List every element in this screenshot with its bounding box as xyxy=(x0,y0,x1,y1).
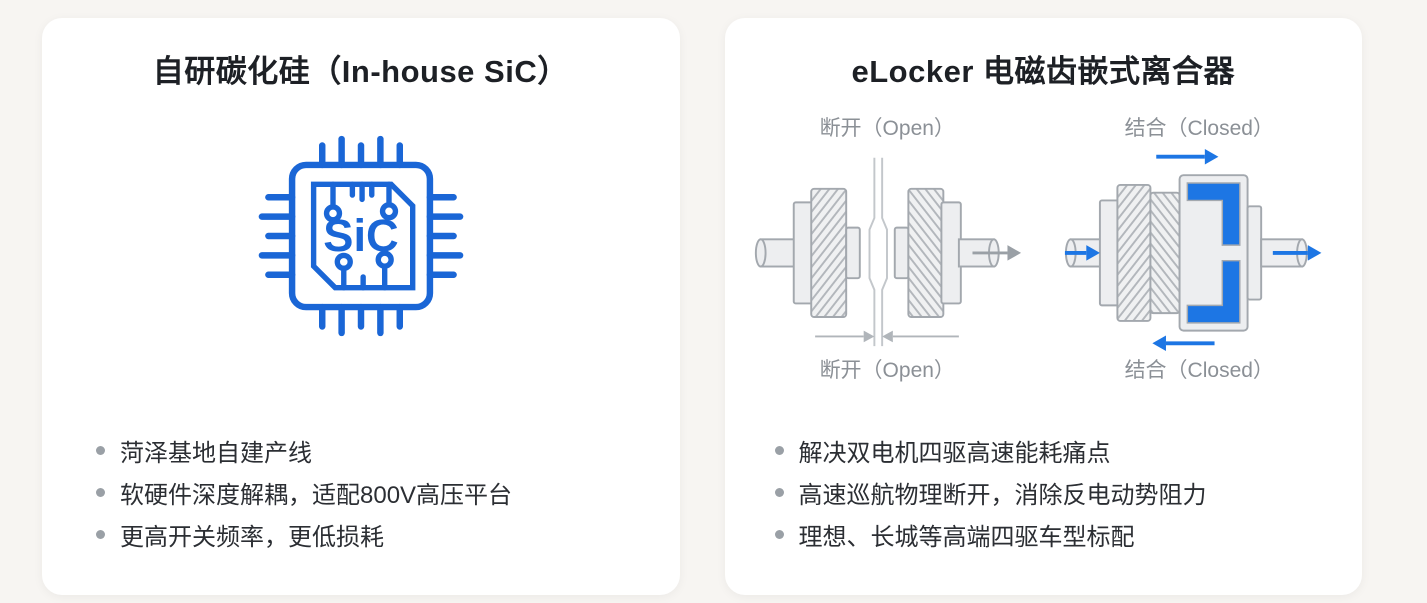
sic-chip-label: SiC xyxy=(323,210,398,261)
bullet-text: 菏泽基地自建产线 xyxy=(120,440,312,467)
bullet-dot-icon xyxy=(96,529,105,539)
list-item: 高速巡航物理断开，消除反电动势阻力 xyxy=(774,475,1343,517)
clutch-diagrams: 断开（Open） xyxy=(725,116,1363,384)
bullet-text: 软硬件深度解耦，适配800V高压平台 xyxy=(120,482,513,509)
bullet-dot-icon xyxy=(774,487,784,497)
closed-top-label: 结合（Closed） xyxy=(1124,116,1274,140)
clutch-open-diagram xyxy=(755,157,1022,346)
bullet-dot-icon xyxy=(774,445,784,455)
open-top-label: 断开（Open） xyxy=(819,116,955,140)
bullet-dot-icon xyxy=(774,529,784,539)
sic-chip-icon: SiC xyxy=(258,135,464,336)
gap-measure-arrows xyxy=(815,330,960,342)
elocker-sleeve xyxy=(1186,181,1241,324)
list-item: 理想、长城等高端四驱车型标配 xyxy=(774,517,1343,559)
bullet-dot-icon xyxy=(96,445,105,455)
clutch-closed-figure: 结合（Closed） xyxy=(1054,116,1344,384)
elocker-bullet-list: 解决双电机四驱高速能耗痛点 高速巡航物理断开，消除反电动势阻力 理想、长城等高端… xyxy=(725,433,1363,565)
closed-bottom-label: 结合（Closed） xyxy=(1124,358,1274,382)
elocker-card-title: eLocker 电磁齿嵌式离合器 xyxy=(851,54,1235,89)
bullet-text: 更高开关频率，更低损耗 xyxy=(120,524,384,551)
sic-bullet-list: 菏泽基地自建产线 软硬件深度解耦，适配800V高压平台 更高开关频率，更低损耗 xyxy=(42,433,680,565)
clutch-open-figure: 断开（Open） xyxy=(742,116,1032,384)
bullet-text: 高速巡航物理断开，消除反电动势阻力 xyxy=(798,482,1207,509)
bullet-text: 解决双电机四驱高速能耗痛点 xyxy=(798,440,1111,467)
sic-card-title: 自研碳化硅（In-house SiC） xyxy=(152,54,569,89)
blue-flow-arrows xyxy=(1065,148,1322,351)
list-item: 更高开关频率，更低损耗 xyxy=(96,517,650,559)
gray-flow-arrow-icon xyxy=(972,244,1022,261)
list-item: 菏泽基地自建产线 xyxy=(96,433,650,475)
clutch-closed-diagram xyxy=(1065,148,1322,351)
list-item: 解决双电机四驱高速能耗痛点 xyxy=(774,433,1343,475)
list-item: 软硬件深度解耦，适配800V高压平台 xyxy=(96,475,650,517)
bullet-text: 理想、长城等高端四驱车型标配 xyxy=(798,524,1135,551)
bullet-dot-icon xyxy=(96,487,105,497)
sic-card: 自研碳化硅（In-house SiC） xyxy=(42,18,680,595)
sic-chip-illustration: SiC xyxy=(42,124,680,348)
open-bottom-label: 断开（Open） xyxy=(819,358,955,382)
elocker-card: eLocker 电磁齿嵌式离合器 断开（Open） xyxy=(724,18,1363,595)
gap-lines xyxy=(868,157,889,346)
